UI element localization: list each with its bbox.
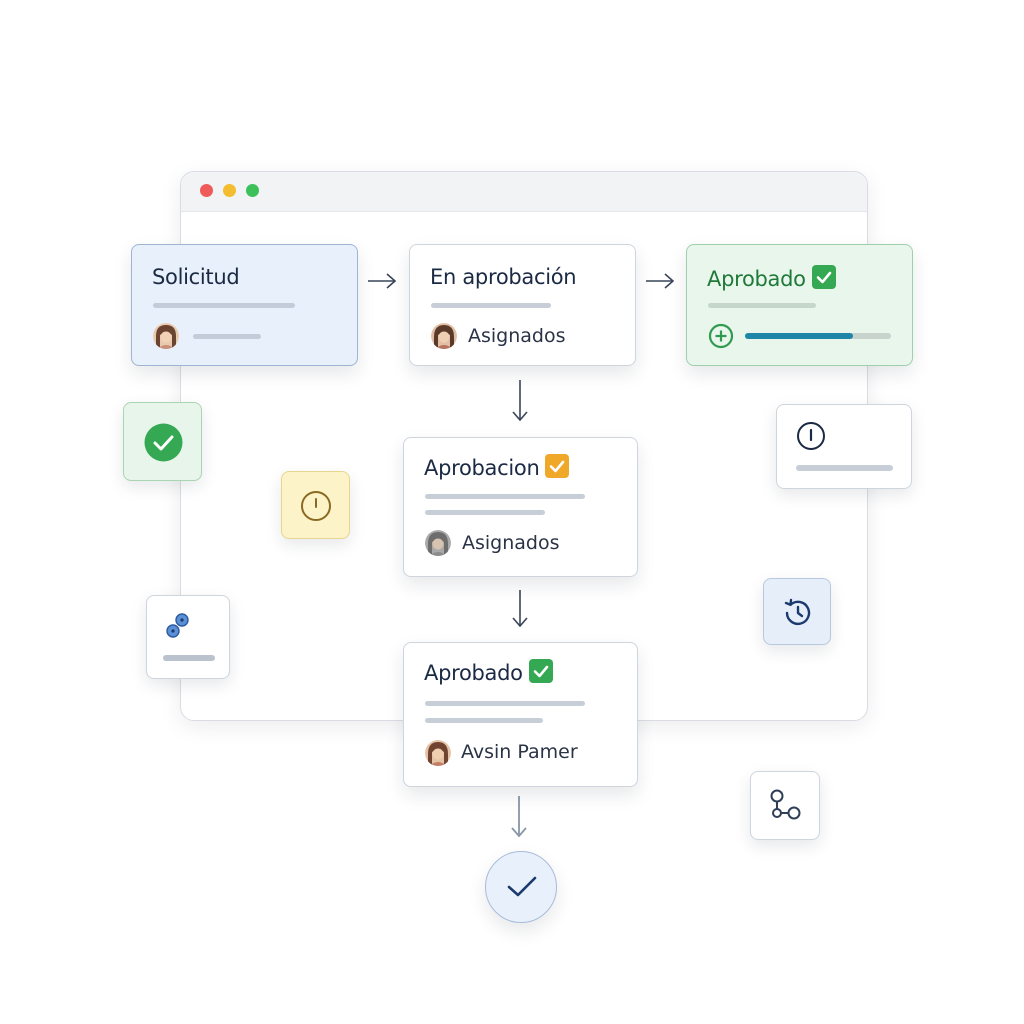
assignee-label: Asignados — [468, 325, 566, 347]
progress-fill — [745, 333, 853, 339]
placeholder-bar — [425, 701, 585, 706]
placeholder-bar — [425, 494, 585, 499]
approved-tile[interactable] — [123, 402, 202, 481]
step-title: Solicitud — [152, 265, 239, 289]
placeholder-bar — [193, 334, 261, 339]
placeholder-bar — [425, 718, 543, 723]
arrow-down-icon — [509, 378, 531, 424]
placeholder-bar — [153, 303, 295, 308]
step-title: Aprobado — [707, 265, 836, 291]
step-title: En aprobación — [430, 265, 576, 289]
window-maximize-button[interactable] — [246, 184, 259, 197]
end-node[interactable] — [485, 851, 557, 923]
window-titlebar — [181, 172, 867, 212]
clock-icon — [300, 490, 332, 522]
arrow-right-icon — [644, 270, 676, 292]
step-card-en-aprobacion[interactable]: En aprobación Asignados — [409, 244, 636, 366]
branch-tile[interactable] — [750, 771, 820, 840]
branch-icon — [767, 787, 805, 825]
avatar — [425, 740, 451, 766]
window-minimize-button[interactable] — [223, 184, 236, 197]
placeholder-bar — [163, 655, 215, 661]
check-icon — [545, 454, 569, 478]
placeholder-bar — [425, 510, 545, 515]
nodes-icon — [162, 611, 194, 643]
step-title: Aprobado — [424, 659, 553, 685]
step-card-aprobado-final[interactable]: Aprobado Avsin Pamer — [403, 642, 638, 787]
step-title: Aprobacion — [424, 454, 569, 480]
pending-tile[interactable] — [281, 471, 350, 539]
placeholder-bar — [431, 303, 551, 308]
info-icon — [796, 421, 826, 451]
info-tile[interactable] — [776, 404, 912, 489]
window-close-button[interactable] — [200, 184, 213, 197]
avatar — [431, 323, 457, 349]
nodes-tile[interactable] — [146, 595, 230, 679]
arrow-down-icon — [508, 794, 530, 840]
add-circle-icon[interactable] — [708, 323, 734, 349]
assignee-label: Avsin Pamer — [461, 741, 578, 763]
avatar — [425, 530, 451, 556]
arrow-right-icon — [366, 270, 398, 292]
placeholder-bar — [796, 465, 893, 471]
avatar — [153, 323, 179, 349]
placeholder-bar — [708, 303, 816, 308]
step-card-aprobado[interactable]: Aprobado — [686, 244, 913, 366]
arrow-down-icon — [509, 588, 531, 630]
check-icon — [812, 265, 836, 289]
check-icon — [529, 659, 553, 683]
step-card-aprobacion[interactable]: Aprobacion Asignados — [403, 437, 638, 577]
step-card-solicitud[interactable]: Solicitud — [131, 244, 358, 366]
check-circle-icon — [144, 423, 183, 462]
history-tile[interactable] — [763, 578, 831, 645]
check-icon — [506, 874, 538, 900]
history-icon — [780, 595, 816, 631]
assignee-label: Asignados — [462, 532, 560, 554]
